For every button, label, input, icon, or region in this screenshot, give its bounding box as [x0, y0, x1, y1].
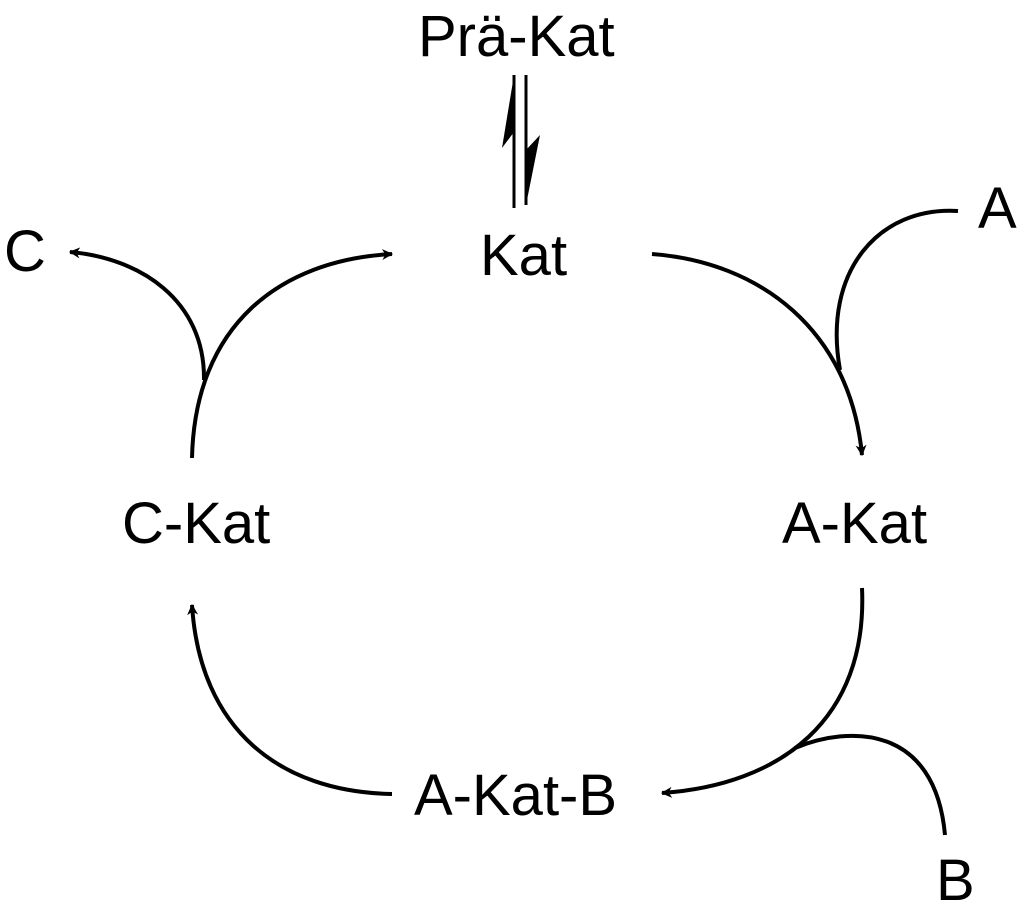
a-kat-b-label: A-Kat-B — [414, 763, 618, 828]
arrow-akat-to-akatb — [660, 587, 865, 798]
equilibrium-down-barb — [526, 135, 540, 205]
arrow-akatb-to-ckat — [187, 603, 393, 796]
arrow-kat-to-akat — [651, 252, 867, 457]
c-kat-label: C-Kat — [122, 491, 271, 556]
arrow-b-input — [794, 733, 947, 836]
arrow-c-output — [68, 247, 207, 381]
equilibrium-arrow — [502, 75, 540, 208]
a-kat-label: A-Kat — [782, 491, 928, 556]
reactant-a-label: A — [978, 176, 1017, 241]
arrow-a-input — [834, 208, 959, 371]
equilibrium-up-barb — [502, 75, 514, 148]
reactant-b-label: B — [936, 848, 975, 913]
product-c-label: C — [4, 219, 46, 284]
precatalyst-label: Prä-Kat — [418, 4, 615, 69]
catalyst-label: Kat — [480, 223, 568, 288]
arrow-ckat-to-kat — [190, 249, 394, 459]
